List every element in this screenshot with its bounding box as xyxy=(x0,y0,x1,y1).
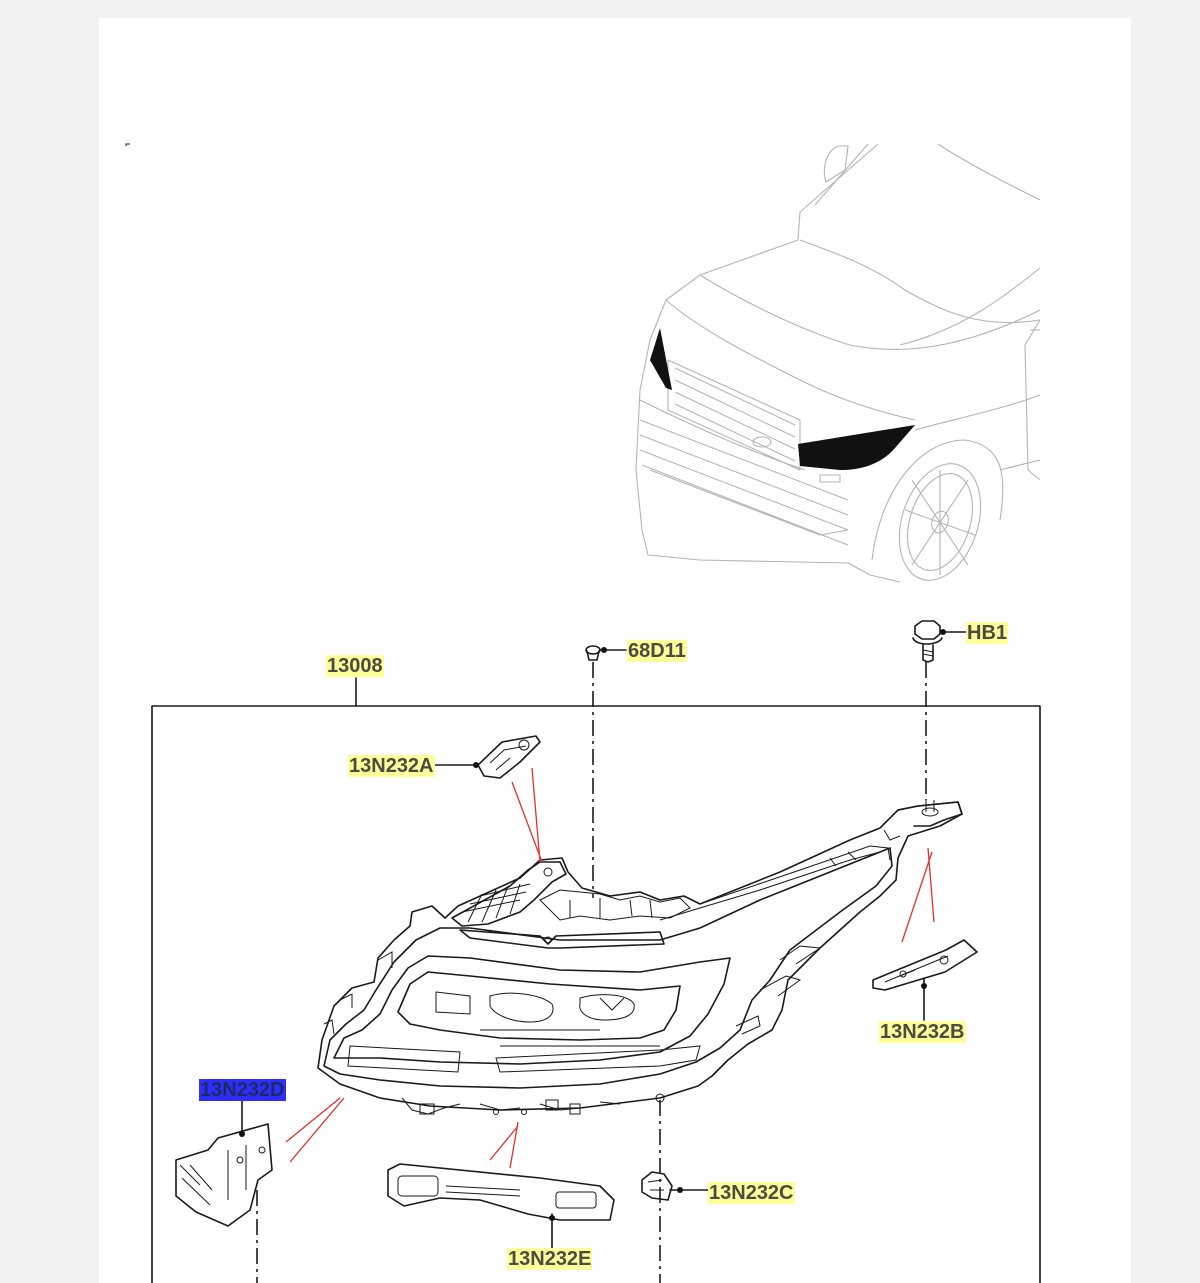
bracket-e-part xyxy=(387,1163,615,1249)
callout-13n232b[interactable]: 13N232B xyxy=(879,1021,966,1043)
callout-13n232c[interactable]: 13N232C xyxy=(708,1182,795,1204)
callout-hb1[interactable]: HB1 xyxy=(966,622,1009,644)
callout-68d11[interactable]: 68D11 xyxy=(627,640,687,662)
vehicle-overview xyxy=(635,143,1041,583)
assembly-frame xyxy=(151,677,1041,1283)
callout-13n232e[interactable]: 13N232E xyxy=(507,1248,593,1270)
bracket-c-part xyxy=(641,1171,709,1201)
red-leader-lines xyxy=(285,767,935,1169)
bracket-d-part xyxy=(175,1097,273,1227)
bolt-part xyxy=(912,620,967,663)
plug-part xyxy=(585,645,627,661)
bracket-a-part xyxy=(433,735,541,779)
callout-13n232d[interactable]: 13N232D xyxy=(199,1079,286,1101)
bracket-b-part xyxy=(872,939,978,1021)
callout-13n232a[interactable]: 13N232A xyxy=(348,755,435,777)
headlamp-assembly xyxy=(317,800,963,1115)
callout-13008[interactable]: 13008 xyxy=(326,655,384,677)
